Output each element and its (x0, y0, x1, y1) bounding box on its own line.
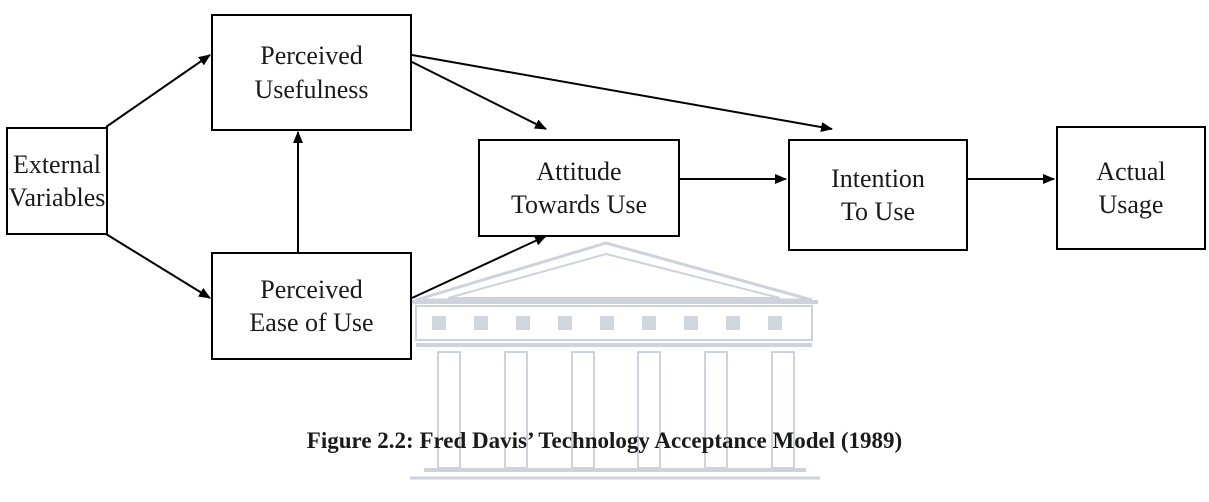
node-label-line2: Towards Use (510, 190, 648, 219)
arrow-usefulness-to-attitude (411, 61, 547, 130)
node-perceived-usefulness: Perceived Usefulness (211, 14, 412, 131)
figure-caption: Figure 2.2: Fred Davis’ Technology Accep… (306, 428, 903, 453)
arrow-external-to-ease (105, 233, 211, 299)
node-label-line2: Usefulness (254, 74, 369, 104)
node-label-line1: External (12, 149, 102, 179)
node-label-line1: Perceived (260, 274, 363, 304)
node-label-line1: Perceived (260, 41, 363, 71)
node-label-line2: Variables (8, 183, 106, 212)
node-perceived-ease-of-use: Perceived Ease of Use (211, 252, 412, 360)
node-label-line2: Usage (1098, 190, 1164, 219)
node-label-line2: Ease of Use (249, 308, 374, 337)
node-label-line2: To Use (840, 197, 915, 226)
node-label-line1: Attitude (536, 156, 622, 186)
node-label-line1: Actual (1096, 156, 1166, 186)
node-label-line1: Intention (831, 163, 925, 193)
node-external-variables: External Variables (6, 127, 108, 235)
node-actual-usage: Actual Usage (1056, 126, 1206, 250)
arrow-ease-to-attitude (411, 235, 547, 299)
arrow-usefulness-to-intention (411, 54, 833, 133)
node-attitude-towards-use: Attitude Towards Use (478, 139, 680, 237)
arrow-external-to-usefulness (105, 54, 211, 128)
node-intention-to-use: Intention To Use (788, 139, 968, 251)
